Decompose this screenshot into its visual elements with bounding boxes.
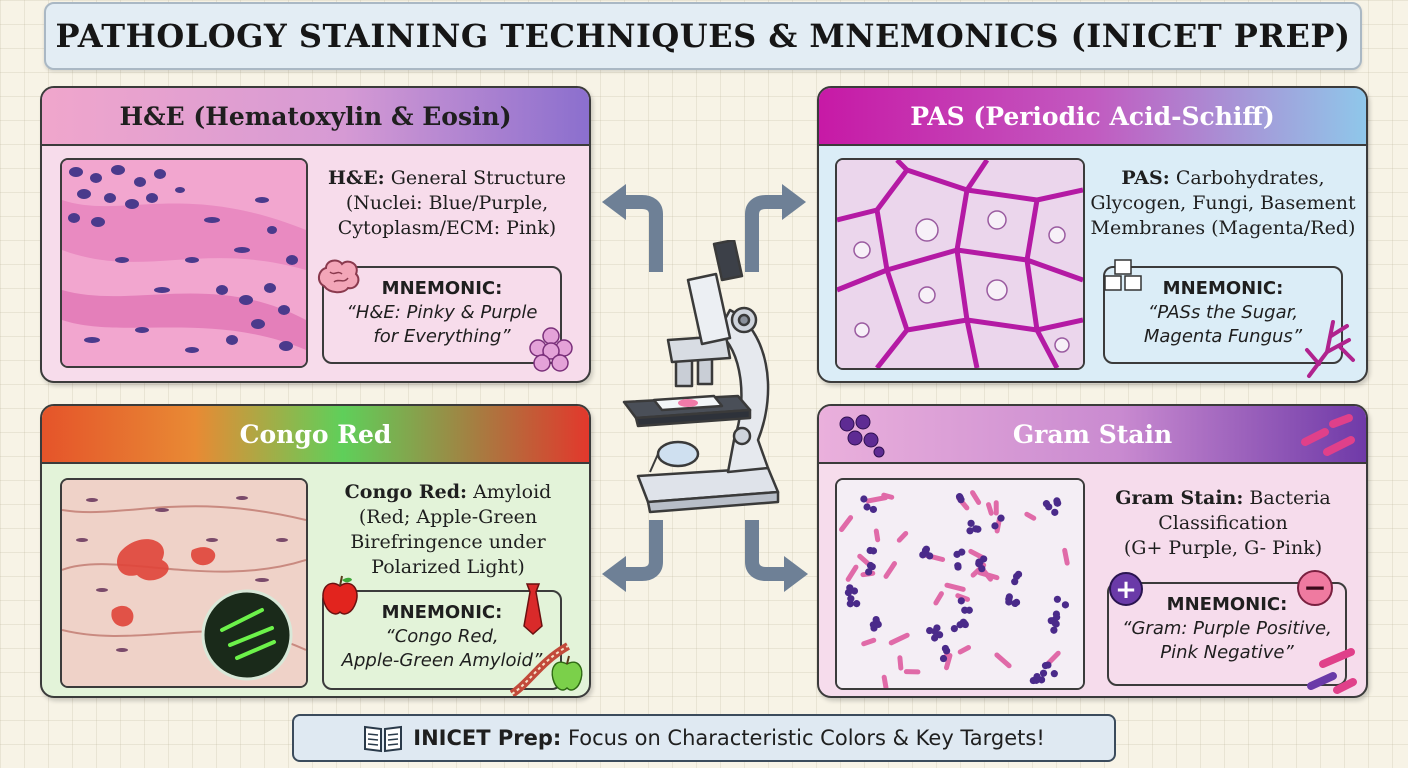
panel-pas: PAS (Periodic Acid-Schiff) <box>817 86 1368 383</box>
he-mnemonic-box: MNEMONIC: “H&E: Pinky & Purple for Every… <box>322 266 562 364</box>
congo-desc-line3: Birefringence under <box>350 531 546 553</box>
he-desc-line3: Cytoplasm/ECM: Pink) <box>337 217 557 239</box>
cells-cluster-icon <box>529 327 573 372</box>
panel-congo-header: Congo Red <box>42 406 589 464</box>
pas-mnemonic-box: MNEMONIC: “PASs the Sugar, Magenta Fungu… <box>1103 266 1343 364</box>
arrow-to-he <box>602 184 663 272</box>
panel-pas-header: PAS (Periodic Acid-Schiff) <box>819 88 1366 146</box>
gram-desc-line1: Bacteria <box>1249 487 1331 509</box>
congo-description: Congo Red: Amyloid (Red; Apple-Green Bir… <box>328 480 568 580</box>
gram-mnemonic-line2: Pink Negative” <box>1160 642 1294 663</box>
pas-desc-label: PAS: <box>1121 167 1170 189</box>
gram-mnemonic-box: MNEMONIC: “Gram: Purple Positive, Pink N… <box>1107 582 1347 686</box>
green-apple-icon <box>551 655 583 691</box>
pas-mnemonic-line1: “PASs the Sugar, <box>1147 302 1299 323</box>
he-description: H&E: General Structure (Nuclei: Blue/Pur… <box>322 166 572 241</box>
he-mnemonic-line2: for Everything” <box>373 326 511 347</box>
arrow-to-pas <box>745 184 806 272</box>
title-banner: PATHOLOGY STAINING TECHNIQUES & MNEMONIC… <box>44 2 1362 70</box>
panel-he: H&E (Hematoxylin & Eosin) <box>40 86 591 383</box>
minus-symbol: − <box>1303 571 1327 604</box>
panel-congo-title: Congo Red <box>239 419 392 449</box>
pas-mnemonic-line2: Magenta Fungus” <box>1143 326 1303 347</box>
pas-description: PAS: Carbohydrates, Glycogen, Fungi, Bas… <box>1087 166 1359 241</box>
book-icon <box>364 725 403 753</box>
panel-gram-header: Gram Stain <box>819 406 1366 464</box>
ribbon-icon <box>510 642 570 696</box>
pas-mnemonic-heading: MNEMONIC: <box>1162 278 1284 299</box>
footer-text: Focus on Characteristic Colors & Key Tar… <box>567 726 1045 750</box>
microscope-icon <box>622 240 780 514</box>
gram-desc-label: Gram Stain: <box>1115 487 1244 509</box>
panel-he-header: H&E (Hematoxylin & Eosin) <box>42 88 589 146</box>
congo-mnemonic-line2: Apple-Green Amyloid” <box>341 650 543 671</box>
pas-desc-line1: Carbohydrates, <box>1175 167 1325 189</box>
gram-mnemonic-line1: “Gram: Purple Positive, <box>1122 618 1332 639</box>
gram-desc-line2: Classification <box>1158 512 1288 534</box>
congo-mnemonic-line1: “Congo Red, <box>385 626 499 647</box>
gram-desc-line3: (G+ Purple, G- Pink) <box>1123 537 1323 559</box>
he-desc-label: H&E: <box>328 167 385 189</box>
panel-gram: Gram Stain Gram Stain: Bacteria Classifi… <box>817 404 1368 698</box>
congo-desc-line1: Amyloid <box>473 481 552 503</box>
congo-desc-line2: (Red; Apple-Green <box>358 506 538 528</box>
arrow-to-congo <box>602 520 663 592</box>
footer-banner: INICET Prep: Focus on Characteristic Col… <box>292 714 1116 762</box>
congo-desc-label: Congo Red: <box>344 481 468 503</box>
brain-icon <box>318 259 360 294</box>
footer-label: INICET Prep: <box>413 726 562 750</box>
sugar-cubes-icon <box>1104 259 1142 291</box>
congo-desc-line4: Polarized Light) <box>371 556 525 578</box>
congo-mnemonic-box: MNEMONIC: “Congo Red, Apple-Green Amyloi… <box>322 590 562 690</box>
pas-desc-line2: Glycogen, Fungi, Basement <box>1090 192 1356 214</box>
page-title: PATHOLOGY STAINING TECHNIQUES & MNEMONIC… <box>55 17 1351 55</box>
minus-icon: − <box>1297 570 1333 606</box>
fungus-hyphae-icon <box>1305 320 1355 378</box>
he-mnemonic-line1: “H&E: Pinky & Purple <box>346 302 538 323</box>
he-mnemonic-heading: MNEMONIC: <box>381 278 503 299</box>
gram-micrograph <box>835 478 1085 690</box>
bacilli-header-icon <box>1301 414 1355 456</box>
plus-symbol: + <box>1115 575 1137 605</box>
panel-pas-title: PAS (Periodic Acid-Schiff) <box>910 101 1275 131</box>
pas-micrograph <box>835 158 1085 370</box>
he-desc-line2: (Nuclei: Blue/Purple, <box>345 192 549 214</box>
red-tie-icon <box>523 583 543 636</box>
panel-gram-title: Gram Stain <box>1012 419 1173 449</box>
he-desc-line1: General Structure <box>390 167 566 189</box>
pas-desc-line3: Membranes (Magenta/Red) <box>1090 217 1356 239</box>
red-apple-icon <box>322 575 358 615</box>
cocci-icon <box>839 414 885 458</box>
panel-he-title: H&E (Hematoxylin & Eosin) <box>119 101 512 131</box>
gram-mnemonic-heading: MNEMONIC: <box>1166 594 1288 615</box>
bacilli-icon <box>1307 648 1357 694</box>
panel-congo: Congo Red <box>40 404 591 698</box>
he-micrograph <box>60 158 308 368</box>
congo-micrograph <box>60 478 308 688</box>
arrow-to-gram <box>745 520 808 592</box>
congo-mnemonic-heading: MNEMONIC: <box>381 602 503 623</box>
plus-icon: + <box>1109 572 1143 606</box>
gram-description: Gram Stain: Bacteria Classification (G+ … <box>1103 486 1343 561</box>
